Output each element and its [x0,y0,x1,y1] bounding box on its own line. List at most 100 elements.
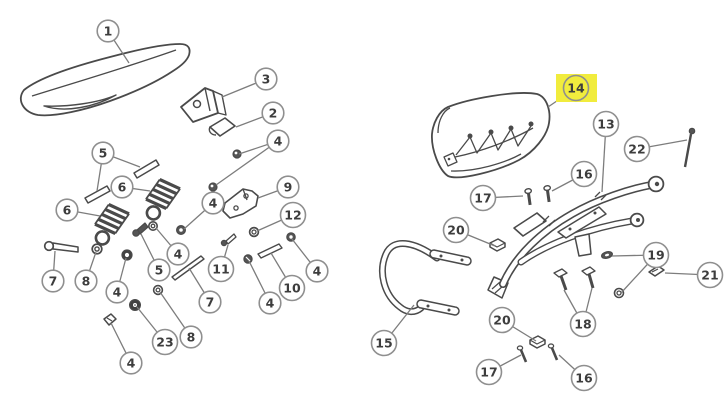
callout-number: 3 [262,71,271,86]
callout-16[interactable]: 16 [570,160,598,188]
part-nut [286,232,296,242]
part-pin [257,243,283,259]
part-nut [176,225,187,236]
part-washer [148,221,159,232]
part-pin [171,255,205,281]
callout-9[interactable]: 9 [276,175,300,199]
callout-number: 9 [284,179,293,194]
callout-22[interactable]: 22 [623,135,651,163]
part-bracket-plate [222,188,259,219]
callout-circle [74,269,98,293]
callout-number: 2 [269,105,278,120]
callout-circle [276,175,300,199]
callout-circle [91,141,115,165]
part-grab-rail [379,240,472,316]
callout-2[interactable]: 2 [261,101,285,125]
callout-number: 10 [283,280,301,295]
part-screw [220,233,237,247]
callout-number: 19 [647,247,664,262]
callout-number: 8 [187,329,196,344]
callout-4[interactable]: 4 [166,242,190,266]
callout-number: 5 [99,145,108,160]
callout-19[interactable]: 19 [642,241,670,269]
callout-circle [569,310,597,338]
part-screw [543,185,552,203]
callout-10[interactable]: 10 [278,274,306,302]
part-screw [516,345,528,363]
callout-number: 18 [574,316,591,331]
callout-1[interactable]: 1 [96,19,120,43]
callout-5[interactable]: 5 [147,258,171,282]
part-nut [248,226,260,238]
callout-circle [207,255,235,283]
callout-number: 4 [127,355,136,370]
callout-13[interactable]: 13 [592,110,620,138]
callout-number: 7 [206,294,215,309]
callout-20[interactable]: 20 [442,216,470,244]
callout-21[interactable]: 21 [696,261,724,289]
callout-6[interactable]: 6 [110,175,134,199]
callout-number: 4 [113,284,122,299]
part-rack-frame [487,175,665,299]
callout-4[interactable]: 4 [305,259,329,283]
callout-12[interactable]: 12 [279,201,307,229]
callout-8[interactable]: 8 [179,325,203,349]
callout-number: 21 [701,267,718,282]
callout-17[interactable]: 17 [469,184,497,212]
callout-circle [254,67,278,91]
callout-4[interactable]: 4 [258,291,282,315]
part-bolt [553,268,568,291]
callout-4[interactable]: 4 [119,351,143,375]
callout-circle [151,328,179,356]
callout-circle [201,191,225,215]
callout-3[interactable]: 3 [254,67,278,91]
callout-number: 7 [49,273,58,288]
callout-4[interactable]: 4 [201,191,225,215]
callout-circle [279,201,307,229]
callout-7[interactable]: 7 [198,290,222,314]
part-washer [91,243,103,255]
callout-circle [105,280,129,304]
part-washer [601,250,613,260]
callout-number: 12 [284,207,301,222]
callout-number: 4 [266,295,275,310]
callout-circle [305,259,329,283]
callout-number: 1 [104,23,113,38]
part-pin [133,159,160,179]
callout-circle [55,198,79,222]
part-hinge-bracket [180,87,227,123]
callout-17[interactable]: 17 [475,358,503,386]
callout-6[interactable]: 6 [55,198,79,222]
callout-15[interactable]: 15 [370,329,398,357]
callout-number: 17 [474,190,491,205]
part-spring [85,199,131,250]
callout-14-highlighted[interactable]: 14 [556,74,597,102]
part-seat [19,43,191,117]
callout-4[interactable]: 4 [105,280,129,304]
callout-number: 5 [155,262,164,277]
part-nut [529,335,546,349]
part-screw [524,188,533,206]
callout-20[interactable]: 20 [488,306,516,334]
callout-circle [475,358,503,386]
part-bolt [581,266,596,289]
part-screw [243,254,253,264]
callout-4[interactable]: 4 [266,129,290,153]
callout-18[interactable]: 18 [569,310,597,338]
callout-number: 13 [597,116,614,131]
part-fender [431,92,551,179]
callout-circle [642,241,670,269]
callout-11[interactable]: 11 [207,255,235,283]
seat-assembly-view [19,43,296,326]
callout-23[interactable]: 23 [151,328,179,356]
part-pin [84,185,111,204]
callout-number: 4 [209,195,218,210]
callout-circle [570,364,598,392]
callout-circle [96,19,120,43]
callout-16[interactable]: 16 [570,364,598,392]
callout-number: 4 [313,263,322,278]
callout-8[interactable]: 8 [74,269,98,293]
callout-7[interactable]: 7 [41,269,65,293]
callout-5[interactable]: 5 [91,141,115,165]
